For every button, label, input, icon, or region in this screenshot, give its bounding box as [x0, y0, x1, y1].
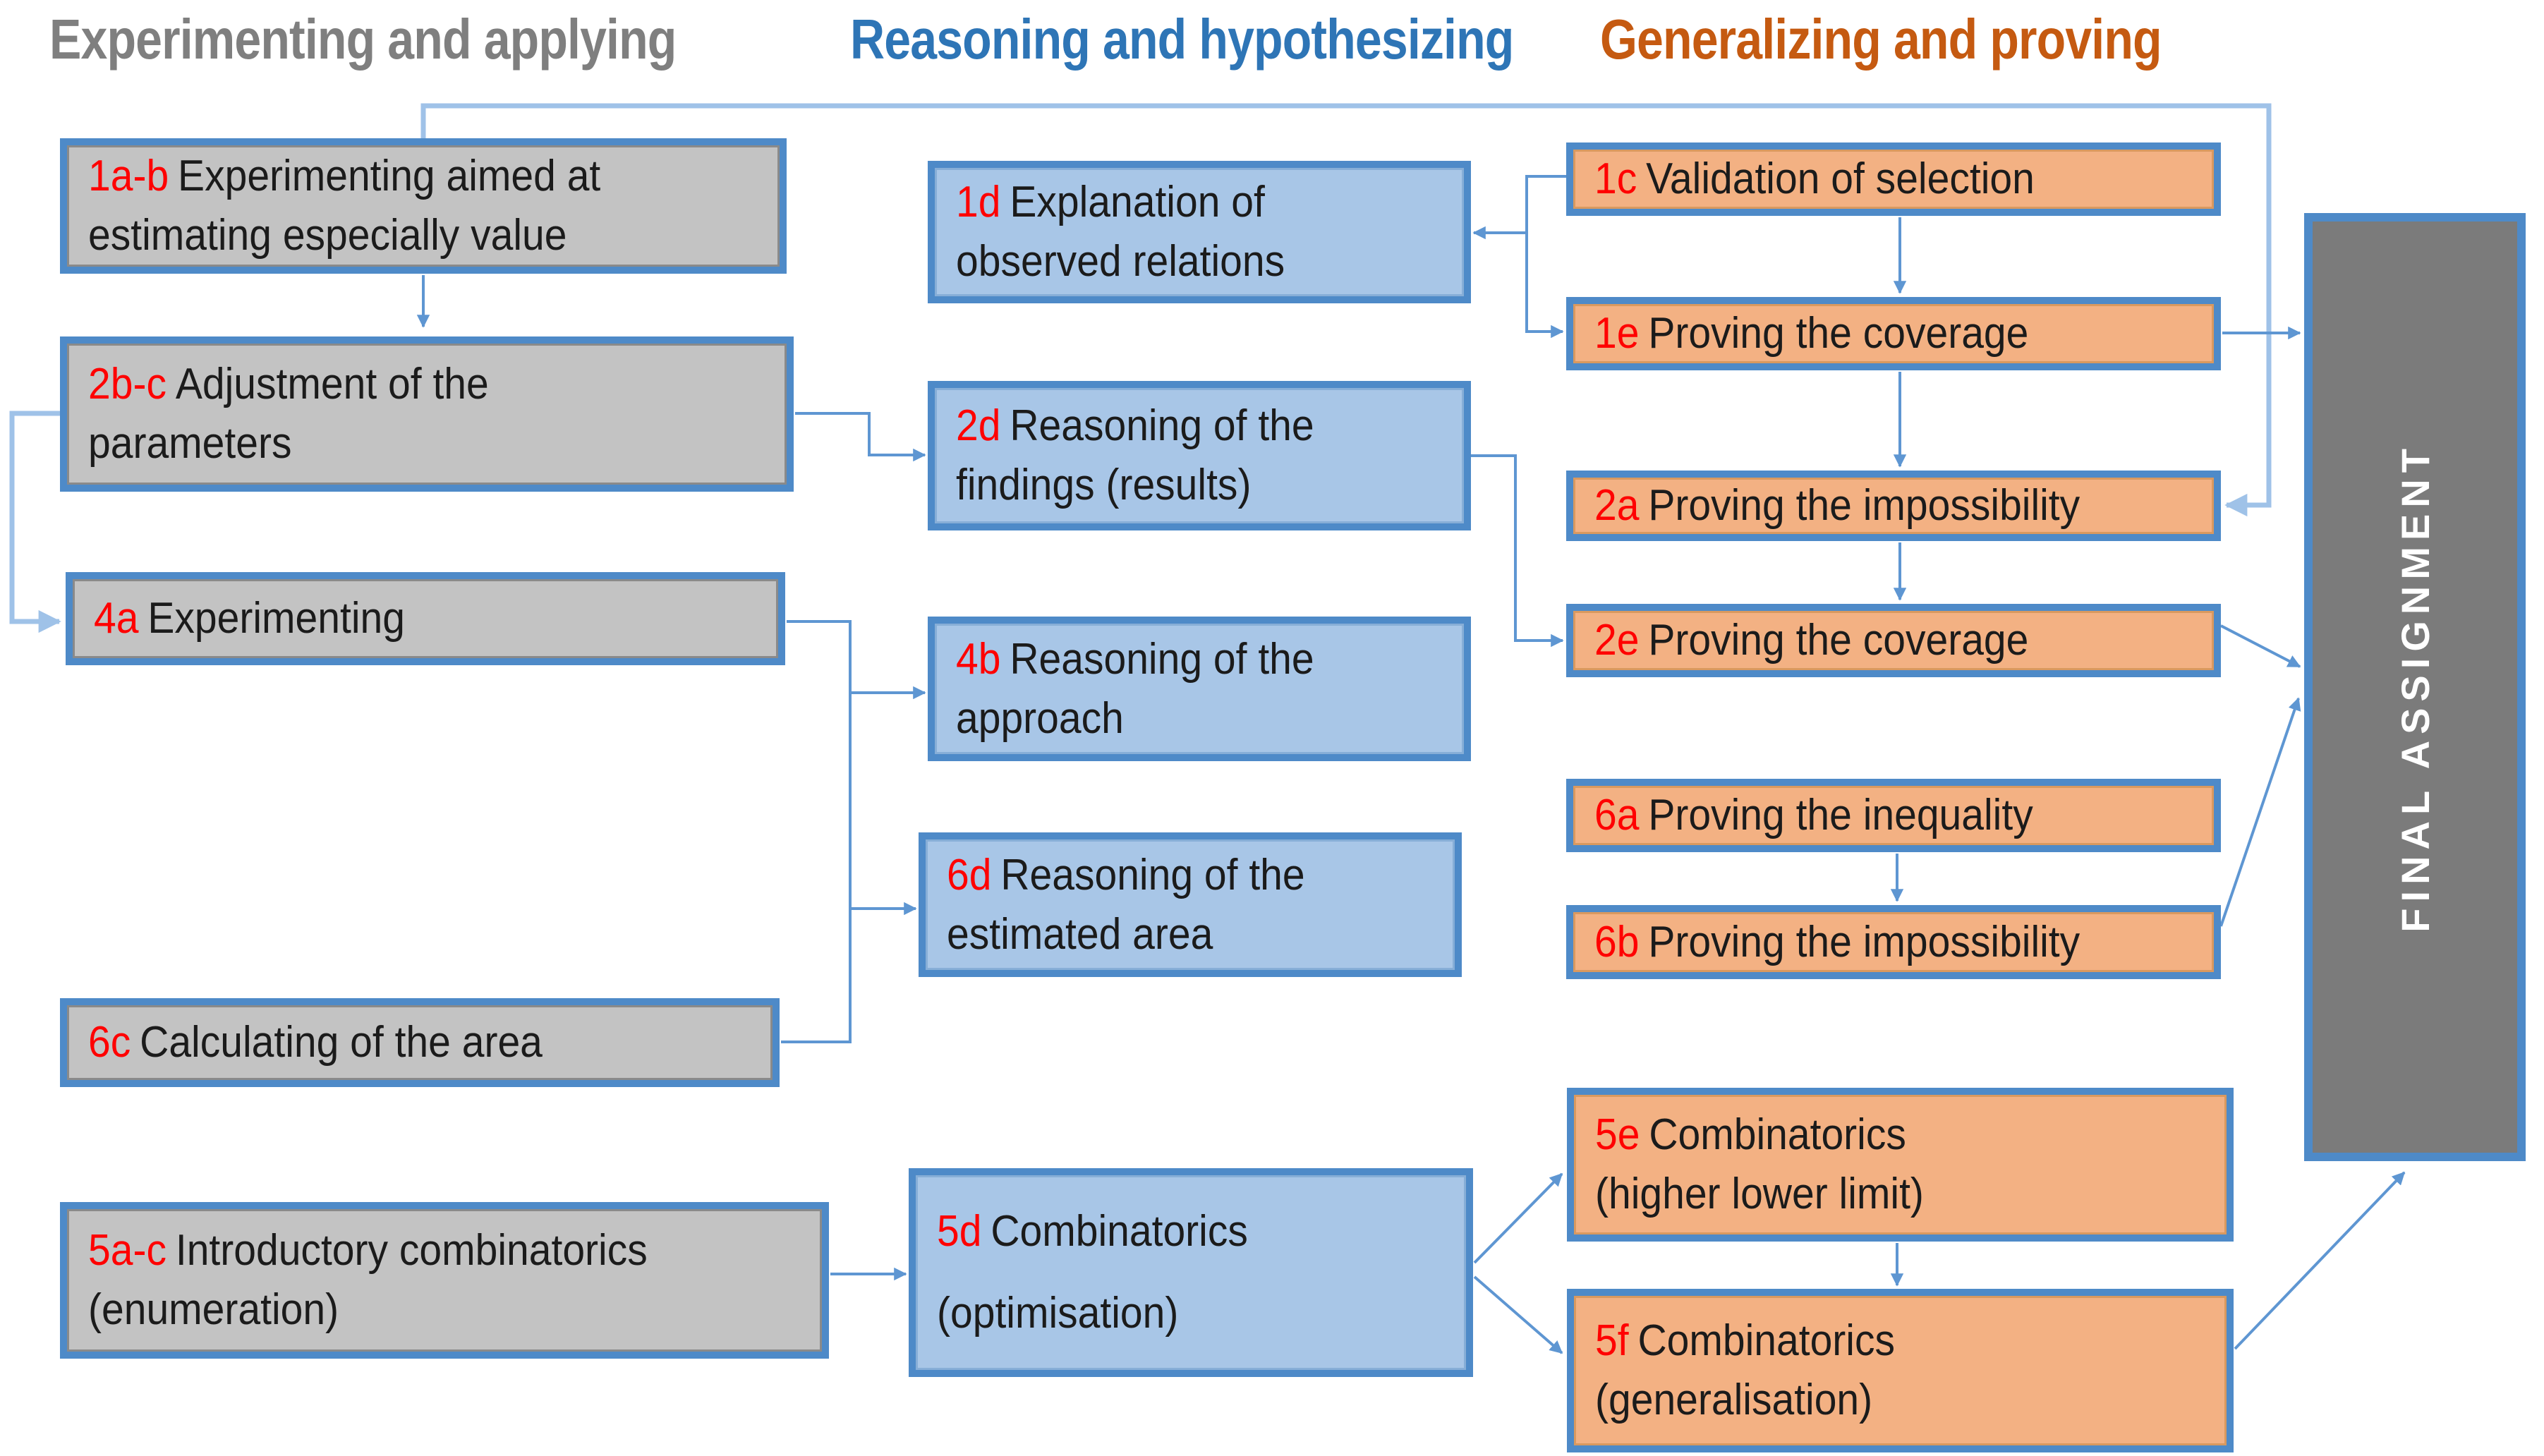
node-1c-tag: 1c [1594, 154, 1637, 203]
edge-1c-to-1e-junction [1525, 233, 1564, 339]
edge-5d-to-5e [1473, 1172, 1563, 1264]
node-2d-line-2: findings (results) [956, 461, 1252, 509]
column-header-experimenting: Experimenting and applying [49, 8, 677, 71]
node-1a-b-line-2: estimating especially value [88, 211, 567, 260]
edge-5f-to-FINAL [2234, 1171, 2406, 1350]
node-2b-c-line-2: parameters [88, 419, 292, 468]
node-6d-tag: 6d [947, 850, 992, 899]
node-1d-tag: 1d [956, 178, 1001, 226]
node-5f-line-2: (generalisation) [1595, 1376, 1873, 1424]
node-5d-tag: 5d [937, 1207, 982, 1256]
node-6b-tag: 6b [1594, 917, 1640, 966]
node-5e-tag: 5e [1595, 1110, 1640, 1159]
node-6d-line-2: estimated area [947, 909, 1213, 959]
node-6c-tag: 6c [88, 1018, 131, 1067]
node-2b-c-tag: 2b-c [88, 360, 166, 408]
final-assignment-box: FINAL ASSIGNMENT [2304, 213, 2526, 1161]
edge-4a-to-4b [787, 620, 926, 700]
final-assignment-label: FINAL ASSIGNMENT [2392, 442, 2437, 933]
edge-5d-to-5f [1473, 1275, 1563, 1354]
node-5a-c-line-2: (enumeration) [88, 1285, 339, 1334]
node-4b-line-2: approach [956, 693, 1124, 743]
node-6a-tag: 6a [1594, 791, 1640, 839]
node-5e-line-2: (higher lower limit) [1595, 1170, 1924, 1218]
column-header-generalizing: Generalizing and proving [1600, 8, 2162, 71]
node-5d-line-2: (optimisation) [937, 1289, 1179, 1337]
edge-2b-c-to-4a [9, 411, 61, 633]
edge-6b-to-FINAL [2219, 697, 2301, 927]
column-header-reasoning: Reasoning and hypothesizing [850, 8, 1514, 71]
node-5f-tag: 5f [1595, 1316, 1629, 1365]
node-2e-tag: 2e [1594, 616, 1640, 665]
node-1e-tag: 1e [1594, 309, 1640, 358]
edge-1c-to-1d [1472, 175, 1566, 240]
node-4b-tag: 4b [956, 634, 1001, 684]
edge-2d-to-2e [1471, 454, 1564, 648]
edge-6c-to-6d [781, 909, 852, 1043]
edge-2b-c-to-2d [795, 412, 926, 462]
edge-1a-b-to-2a [420, 103, 2272, 517]
edge-2e-to-FINAL [2220, 624, 2301, 668]
edge-4a-to-6d [849, 693, 917, 916]
node-1a-b-tag: 1a-b [88, 152, 169, 200]
node-2a-tag: 2a [1594, 481, 1640, 530]
node-4a-tag: 4a [94, 594, 139, 643]
node-5a-c-tag: 5a-c [88, 1226, 166, 1275]
node-2d-tag: 2d [956, 401, 1001, 450]
node-1d-line-2: observed relations [956, 237, 1285, 286]
